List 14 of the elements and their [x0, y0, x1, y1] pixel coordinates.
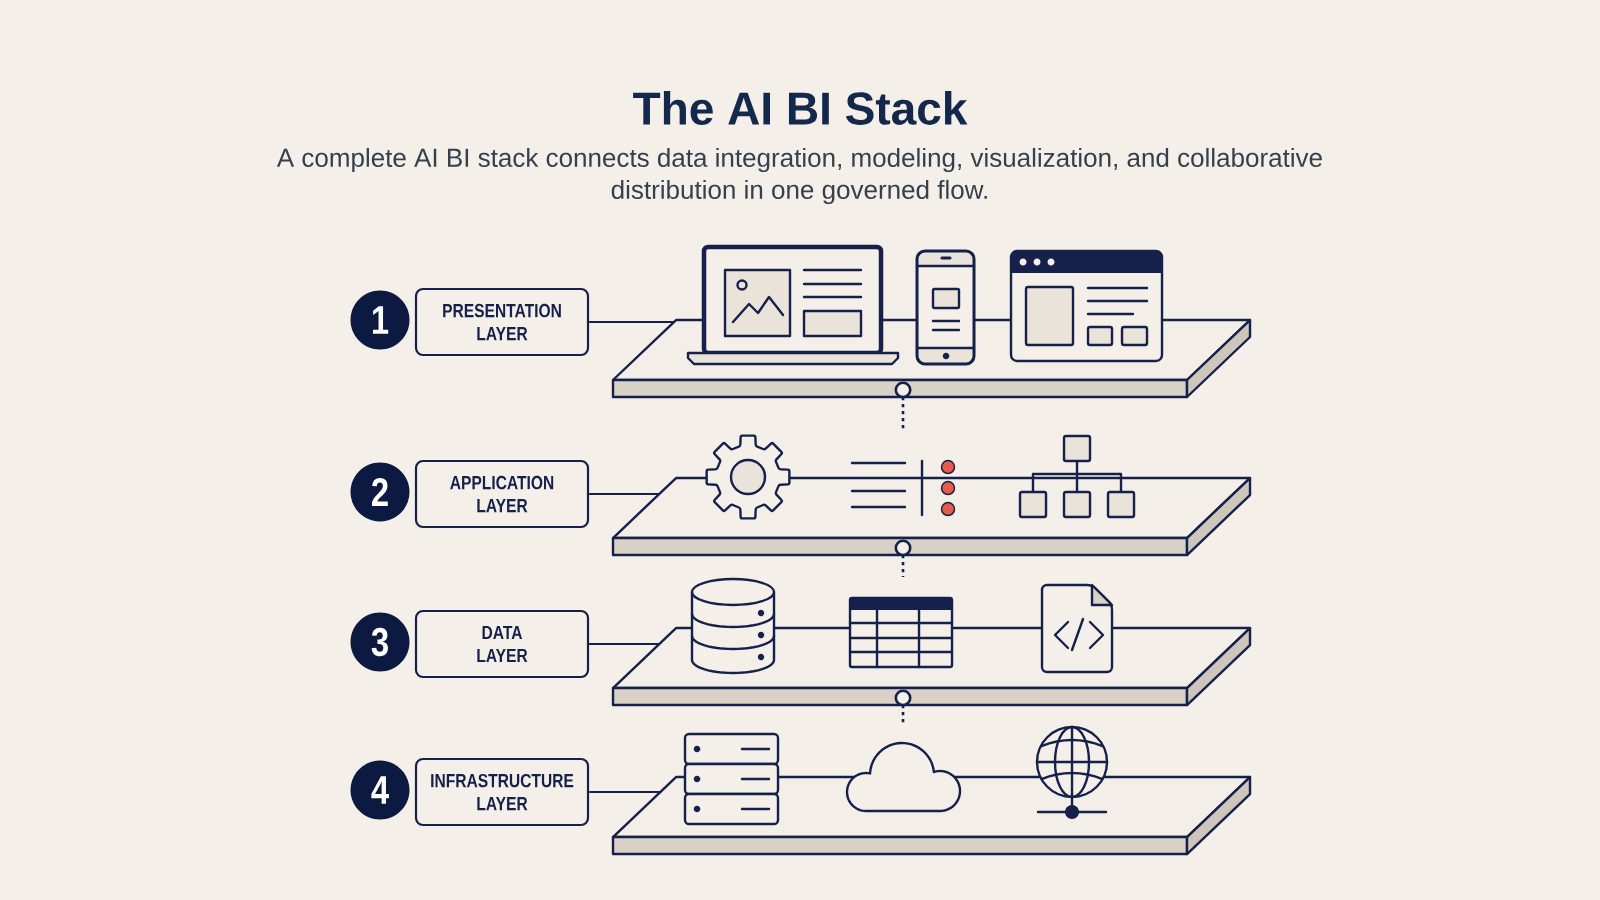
- dotted-connector: [894, 381, 912, 431]
- dotted-connector: [894, 539, 912, 577]
- layer-label-box: INFRASTRUCTURE LAYER: [414, 757, 590, 827]
- dotted-connector: [894, 689, 912, 725]
- subtitle: A complete AI BI stack connects data integration, modeling, visualization, and collaborative distribution in one governed flow.: [276, 147, 1322, 205]
- layer-number: 4: [350, 760, 410, 820]
- layer-number: 1: [350, 290, 410, 350]
- layer-number: 2: [350, 462, 410, 522]
- layer-label-box: APPLICATION LAYER: [414, 459, 590, 529]
- layer-label-box: DATA LAYER: [414, 609, 590, 679]
- layer-number: 3: [350, 612, 410, 672]
- connector-line: [589, 492, 660, 496]
- title: The AI BI Stack: [633, 91, 968, 125]
- layer-label-box: PRESENTATION LAYER: [414, 287, 590, 357]
